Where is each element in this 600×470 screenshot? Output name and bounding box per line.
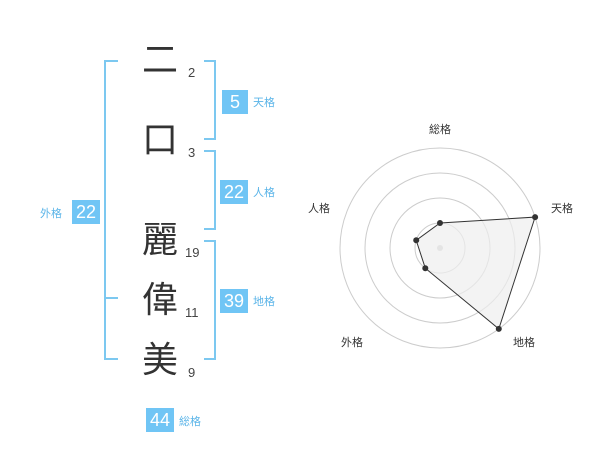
radar-label-gaikaku: 外格 (341, 335, 363, 349)
soukaku-value: 44 (146, 408, 174, 432)
radar-point-0 (437, 220, 443, 226)
radar-chart: 総格 天格 地格 外格 人格 (308, 122, 573, 349)
surname-char-2: 口 (141, 120, 178, 161)
radar-series-polygon (415, 216, 536, 330)
stroke-count-2: 3 (188, 145, 196, 160)
chikaku-value: 39 (220, 289, 248, 313)
radar-point-2 (495, 325, 502, 332)
chikaku-label: 地格 (253, 295, 275, 308)
gaikaku-value: 22 (72, 200, 100, 224)
jinkaku-value: 22 (220, 180, 248, 204)
radar-point-4 (413, 237, 420, 244)
stroke-count-1: 2 (188, 65, 196, 80)
tenkaku-bracket (204, 60, 216, 140)
gaikaku-bracket (104, 60, 118, 360)
stroke-count-4: 11 (185, 305, 199, 320)
radar-ring (339, 147, 541, 349)
jinkaku-label: 人格 (253, 186, 275, 199)
jinkaku-bracket (204, 150, 216, 230)
radar-point-1 (532, 214, 539, 221)
soukaku-label: 総格 (179, 415, 201, 428)
radar-point-3 (422, 265, 429, 272)
radar-label-tenkaku: 天格 (551, 201, 573, 215)
surname-char-1: 二 (141, 40, 178, 81)
tenkaku-label: 天格 (253, 96, 275, 109)
tenkaku-value: 5 (222, 90, 248, 114)
given-char-2: 偉 (141, 280, 178, 321)
gaikaku-bracket-tick (104, 297, 118, 299)
given-char-1: 麗 (141, 220, 178, 261)
radar-points (413, 214, 539, 332)
stroke-count-3: 19 (185, 245, 200, 260)
radar-label-chikaku: 地格 (513, 335, 535, 349)
radar-label-jinkaku: 人格 (308, 201, 330, 215)
stroke-count-5: 9 (188, 365, 196, 380)
gaikaku-label: 外格 (40, 207, 62, 220)
given-char-3: 美 (141, 340, 178, 381)
chikaku-bracket (204, 240, 216, 360)
radar-label-soukaku: 総格 (429, 122, 451, 136)
